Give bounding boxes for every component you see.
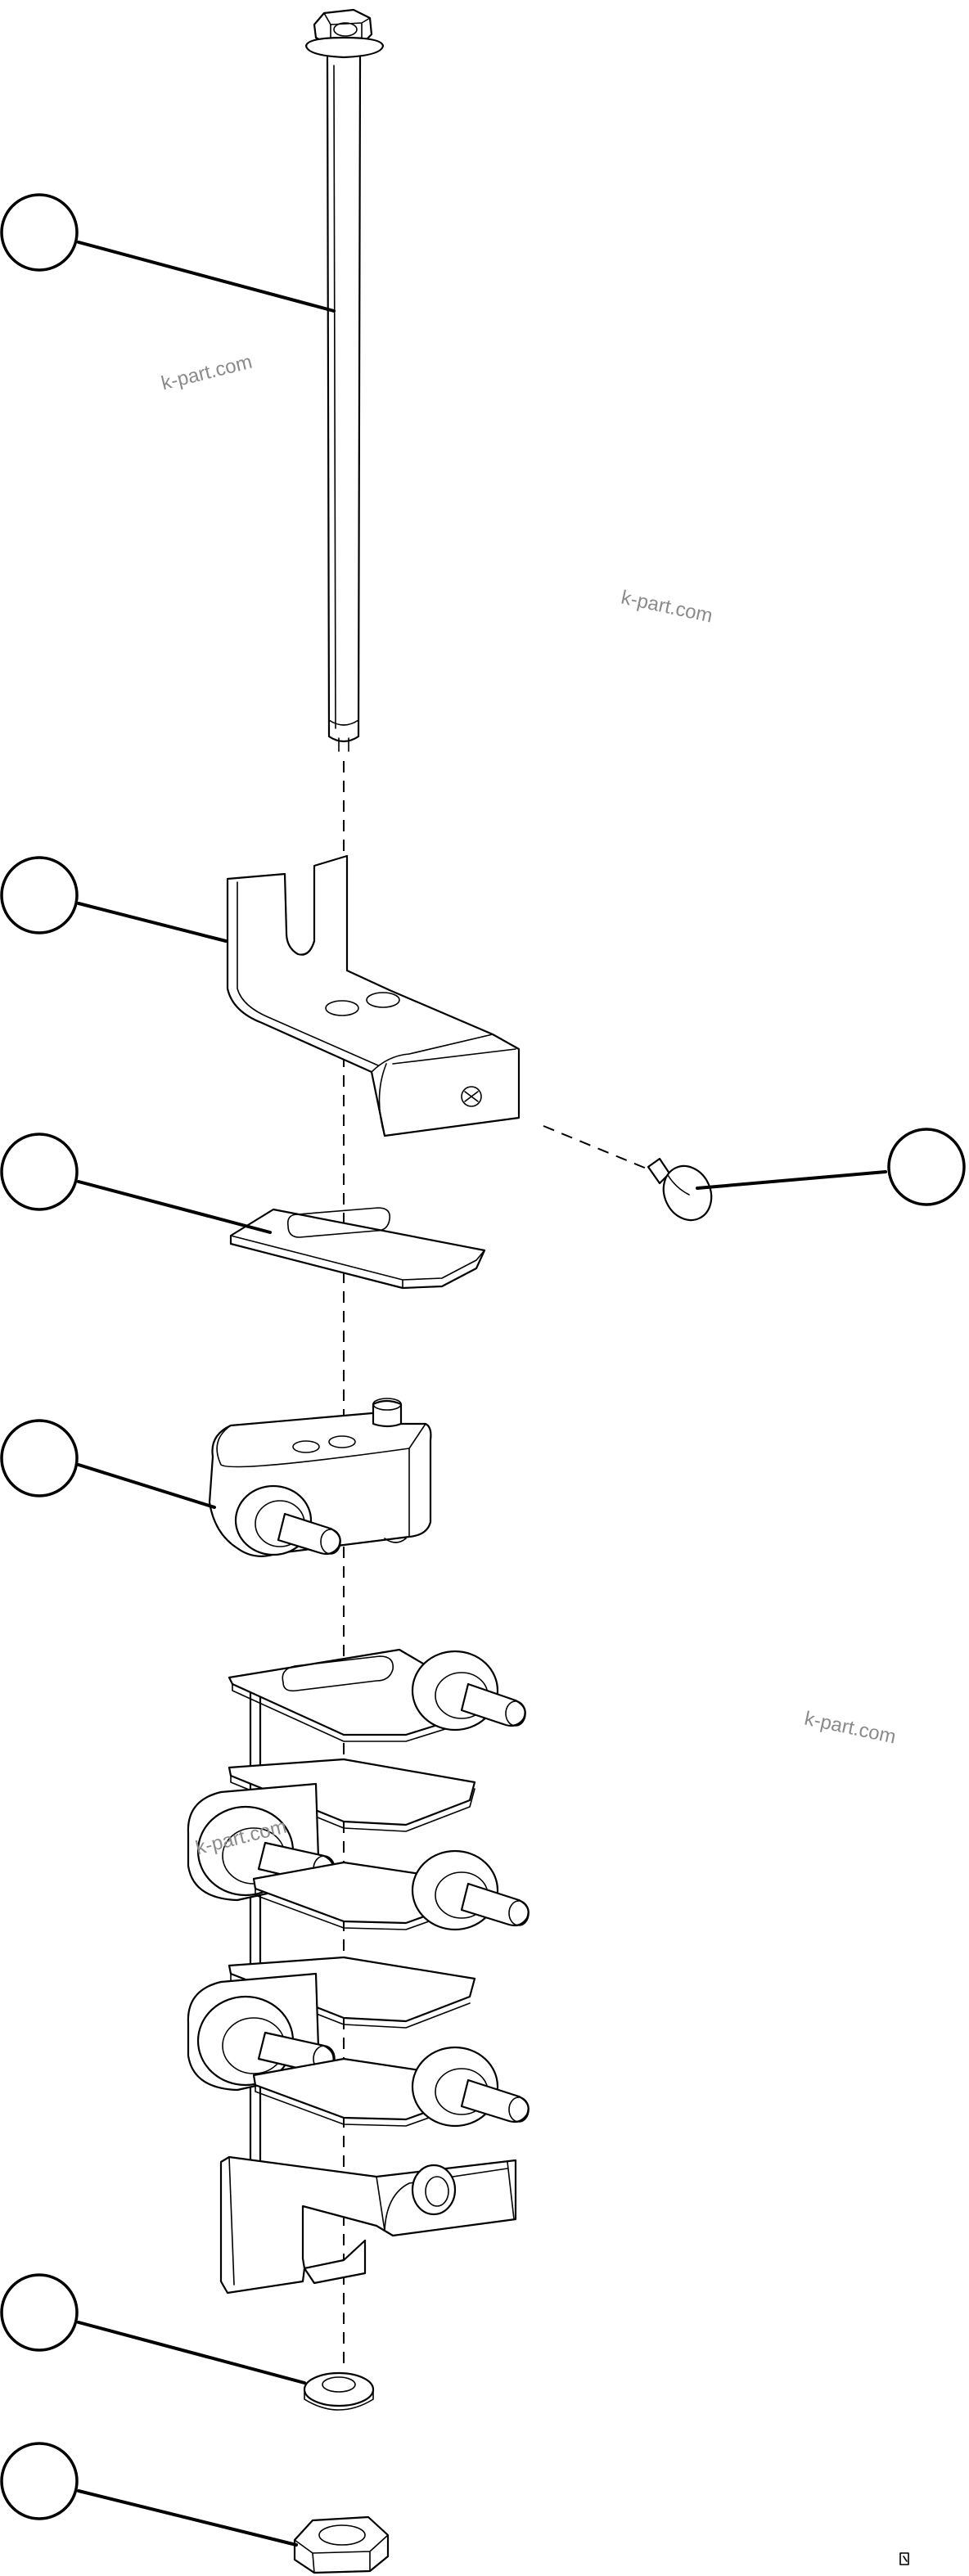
callout-washer — [0, 2273, 306, 2385]
callout-plate — [0, 1133, 272, 1234]
hex-nut — [293, 2515, 390, 2574]
spring-washer — [303, 2371, 375, 2411]
callout-rod — [0, 193, 336, 313]
corner-mark — [899, 2552, 909, 2565]
callout-clip — [696, 1128, 966, 1206]
slotted-plate — [229, 1207, 486, 1290]
callout-bracket — [0, 856, 228, 943]
callout-single-mount — [0, 1419, 216, 1509]
stacked-mount-assembly — [187, 1648, 530, 2295]
push-clip — [647, 1157, 713, 1222]
long-bolt — [304, 8, 385, 752]
single-rubber-mount — [208, 1398, 432, 1557]
callout-nut — [0, 2442, 298, 2547]
mounting-bracket — [226, 854, 521, 1137]
